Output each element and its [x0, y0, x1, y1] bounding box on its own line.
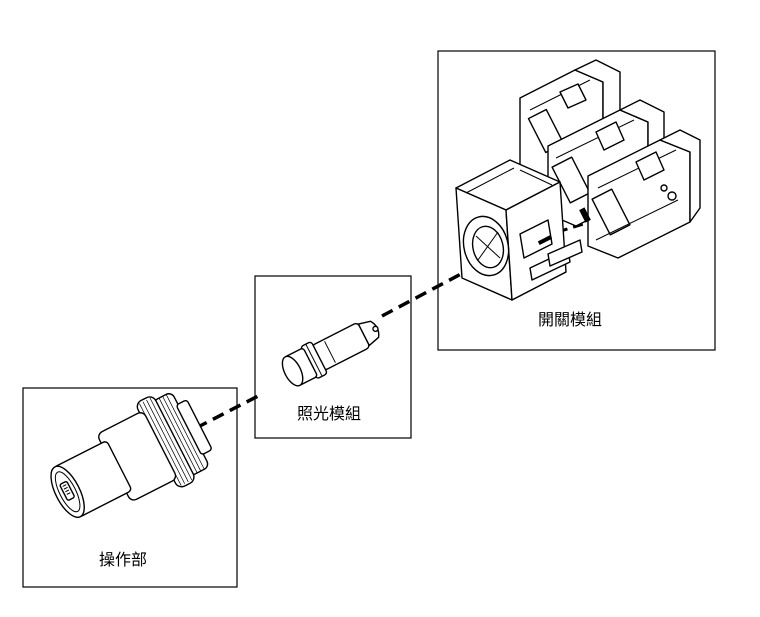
operator-illustration [50, 393, 212, 519]
operator-panel: 操作部 [22, 387, 238, 588]
light-module-panel: 照光模組 [254, 275, 412, 439]
operator-label: 操作部 [99, 550, 147, 569]
operator-frame [22, 387, 238, 588]
switch-module-frame [437, 50, 716, 351]
switch-module-illustration: 開關模組 [455, 59, 701, 329]
contact-block-front [579, 129, 701, 259]
switch-module-panel: 開關模組 [437, 50, 716, 351]
switch-module-label: 開關模組 [538, 310, 602, 329]
light-module-label: 照光模組 [297, 404, 361, 423]
light-module-illustration [281, 320, 380, 387]
adapter-frame [455, 159, 583, 301]
bulb-lens [281, 355, 304, 387]
light-module-frame [254, 275, 412, 439]
